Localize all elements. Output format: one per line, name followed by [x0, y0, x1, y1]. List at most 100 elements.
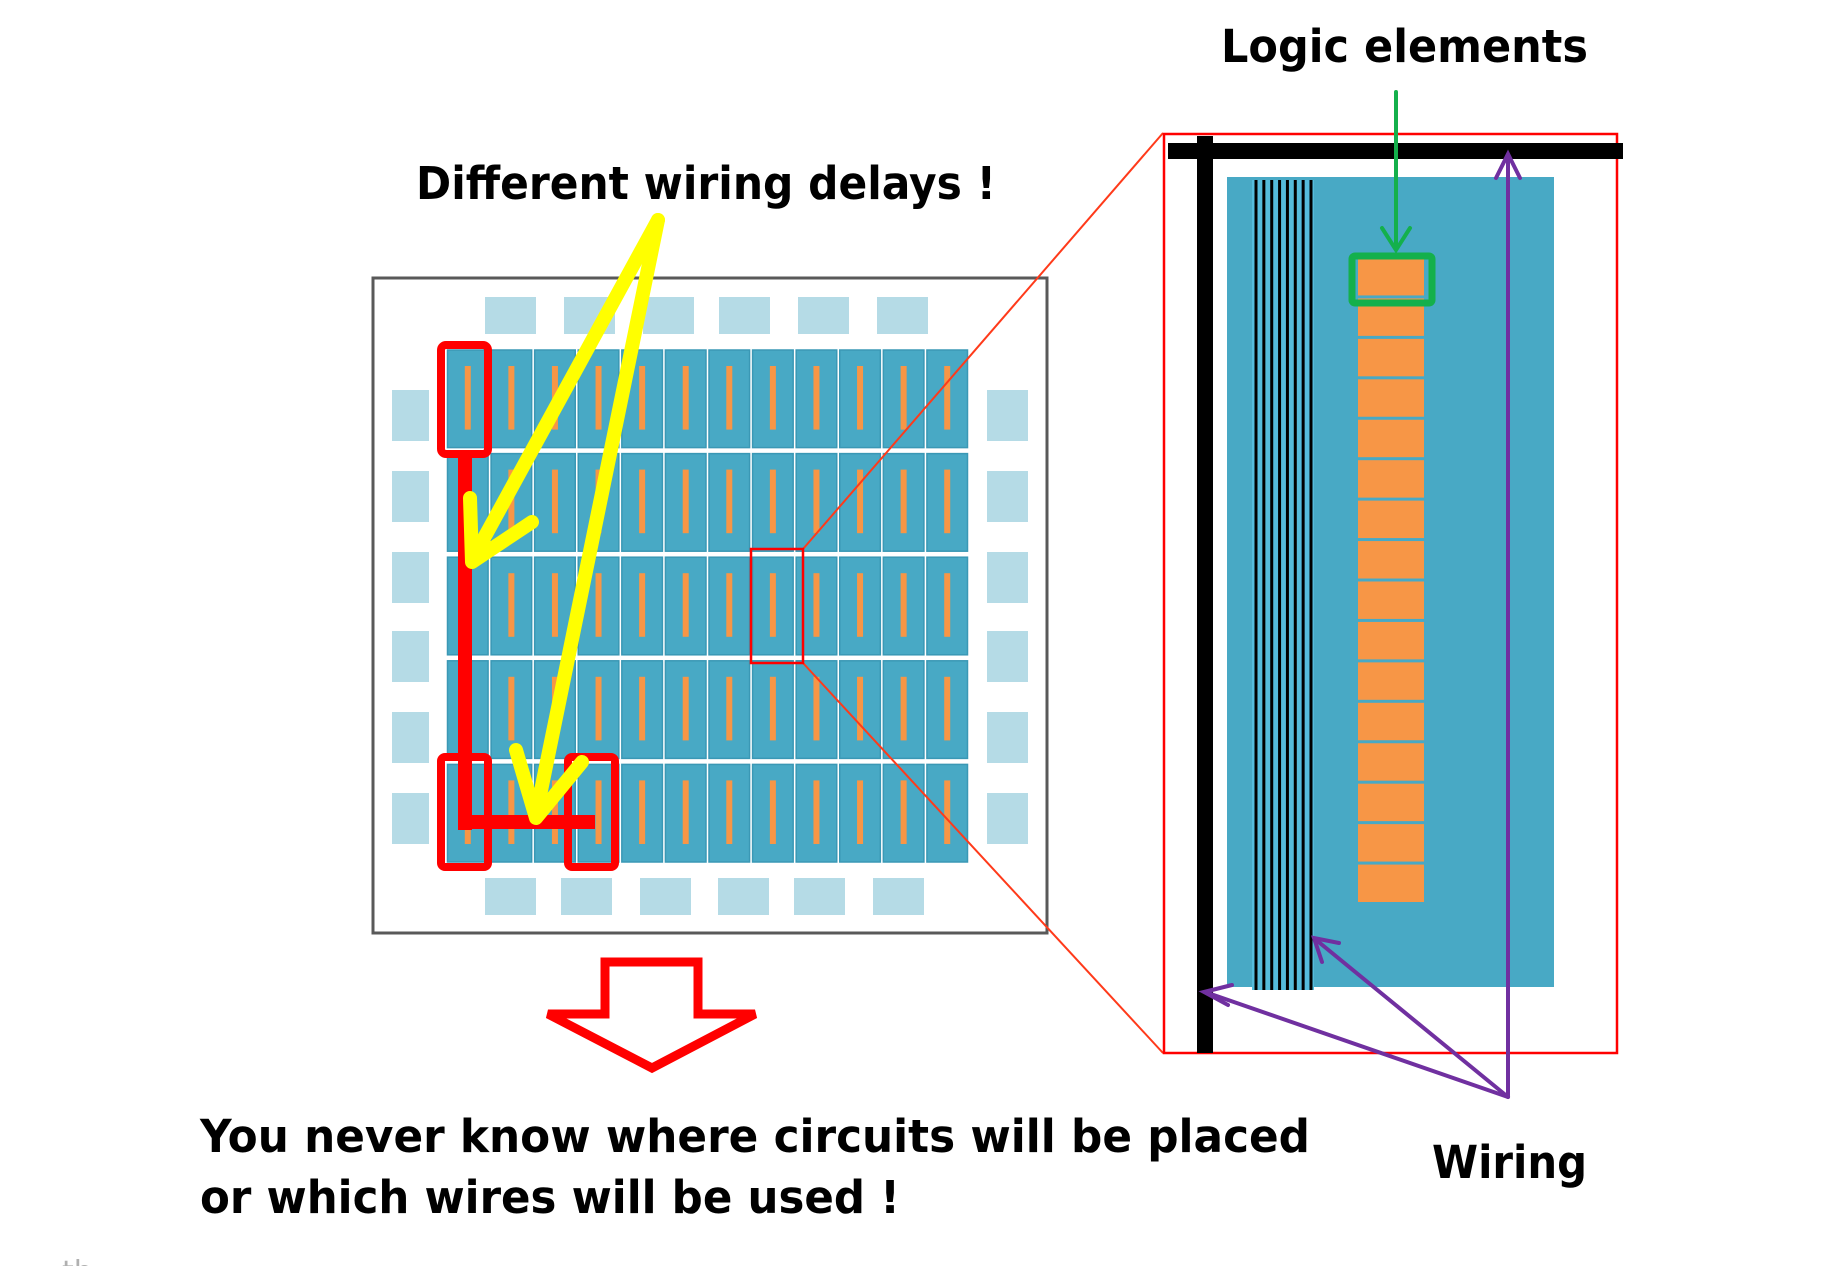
io-pad-bottom: [561, 878, 612, 915]
logic-strip: [639, 573, 646, 637]
logic-strip: [595, 573, 602, 637]
logic-strip: [900, 573, 907, 637]
io-pad-right: [987, 631, 1028, 682]
logic-strip: [813, 573, 820, 637]
logic-element: [1358, 621, 1424, 660]
logic-element: [1358, 541, 1424, 579]
logic-element: [1358, 338, 1424, 377]
io-pad-right: [987, 793, 1028, 844]
logic-strip: [900, 469, 907, 534]
logic-strip: [857, 366, 864, 430]
conclusion-line-2: or which wires will be used !: [200, 1171, 900, 1224]
logic-strip: [639, 780, 646, 844]
logic-strip: [639, 676, 646, 741]
logic-strip: [682, 676, 689, 741]
logic-strip: [944, 469, 951, 534]
logic-element-highlight: [1348, 252, 1436, 307]
logic-strip: [726, 676, 733, 741]
io-pads: [392, 297, 1028, 915]
logic-strip: [508, 366, 515, 430]
delay-arrow-long: [529, 213, 665, 822]
io-pad-bottom: [718, 878, 769, 915]
io-pad-bottom: [794, 878, 845, 915]
logic-strip: [726, 366, 733, 430]
logic-strip: [857, 573, 864, 637]
zoom-line-top: [802, 132, 1164, 550]
logic-element: [1358, 460, 1424, 498]
conclusion-line-1: You never know where circuits will be pl…: [199, 1110, 1310, 1163]
delay-arrow-short: [465, 213, 665, 567]
purple-arrowhead-icon: [1494, 149, 1522, 180]
wiring-pointers: [1198, 149, 1522, 1099]
zoom-source-box: [749, 547, 805, 665]
logic-element: [1358, 824, 1424, 862]
logic-element: [1358, 379, 1424, 417]
logic-strip: [508, 676, 515, 741]
io-pad-bottom: [873, 878, 924, 915]
logic-strip: [682, 469, 689, 534]
logic-strip: [769, 676, 776, 741]
routing-path: [437, 341, 619, 871]
logic-element: [1358, 258, 1424, 296]
io-pad-top: [643, 297, 694, 334]
logic-strip: [595, 676, 602, 741]
io-pad-left: [392, 631, 429, 682]
logic-strip: [682, 573, 689, 637]
logic-strip: [508, 780, 515, 844]
logic-strip: [726, 780, 733, 844]
logic-strip: [769, 469, 776, 534]
logic-strip: [769, 573, 776, 637]
logic-element: [1358, 864, 1424, 902]
logic-element-pointer: [1380, 90, 1412, 254]
io-pad-bottom: [640, 878, 691, 915]
io-pad-left: [392, 552, 429, 603]
logic-strip: [813, 676, 820, 741]
io-pad-right: [987, 390, 1028, 441]
logic-strip: [682, 366, 689, 430]
io-pad-top: [485, 297, 536, 334]
logic-strip: [813, 780, 820, 844]
io-pad-left: [392, 712, 429, 763]
logic-strip: [682, 780, 689, 844]
logic-strip: [595, 366, 602, 430]
io-pad-top: [877, 297, 928, 334]
logic-strip: [944, 573, 951, 637]
conclusion-down-arrow: [545, 957, 758, 1074]
logic-strip: [639, 366, 646, 430]
io-pad-right: [987, 552, 1028, 603]
logic-strip: [464, 366, 471, 430]
logic-strip: [900, 366, 907, 430]
logic-strip: [639, 469, 646, 534]
io-pad-left: [392, 471, 429, 522]
logic-strip: [769, 780, 776, 844]
logic-element: [1358, 419, 1424, 458]
logic-strip: [769, 366, 776, 430]
wiring-pointer-thick: [1203, 990, 1510, 1099]
logic-element: [1358, 581, 1424, 619]
purple-arrowhead-icon: [1198, 983, 1234, 1007]
delay-arrow-long-head: [509, 743, 589, 825]
logic-strip: [551, 573, 558, 637]
io-pad-top: [798, 297, 849, 334]
delay-arrow-short-head: [463, 491, 539, 569]
logic-strip: [726, 573, 733, 637]
logic-strip: [944, 366, 951, 430]
zoom-line-bottom: [802, 662, 1164, 1054]
green-arrowhead-icon: [1380, 226, 1412, 254]
wiring-pointer-local: [1313, 937, 1510, 1099]
logic-strip: [900, 780, 907, 844]
logic-strip: [508, 573, 515, 637]
logic-strip: [551, 780, 558, 844]
logic-element: [1358, 662, 1424, 700]
io-pad-right: [987, 471, 1028, 522]
logic-strip: [900, 676, 907, 741]
logic-element: [1358, 702, 1424, 741]
purple-arrowhead-icon: [1311, 935, 1341, 964]
corner-text-fragment: th: [62, 1255, 93, 1266]
dest-cell-highlight-b: [564, 753, 619, 871]
logic-element: [1358, 783, 1424, 822]
logic-elements-label: Logic elements: [1221, 20, 1588, 73]
logic-strip: [813, 366, 820, 430]
logic-strip: [857, 676, 864, 741]
